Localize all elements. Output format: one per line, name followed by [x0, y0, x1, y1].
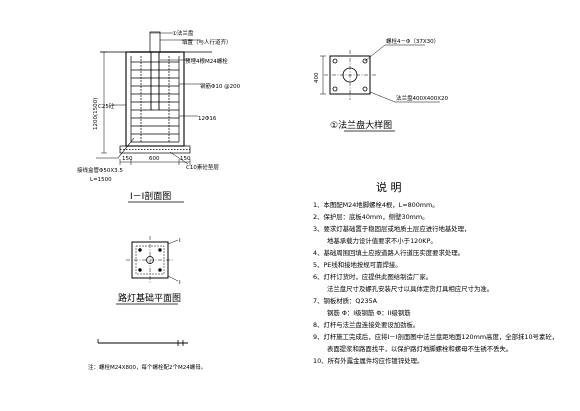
rebar-label: 钢筋Φ10 @200: [200, 82, 241, 90]
bolt-note: 注：螺栓M24X800，每个螺栓配2个M24螺母。: [88, 363, 206, 371]
plan-labels: I I 路灯基础平面图: [116, 238, 181, 305]
bolt-hole-1: [332, 58, 338, 64]
length-label: L=1500: [90, 177, 112, 183]
top-note: 填置（与人行道齐）: [182, 38, 232, 46]
note-item: 4、基础周围回填土应按道路人行道压实度要求处理。: [313, 248, 464, 257]
note-item: 钢筋 Φ：I级钢筋 Φ：II级钢筋: [327, 308, 411, 317]
rebar-count: 12Φ16: [198, 116, 217, 122]
section-title: I－I剖面图: [130, 190, 171, 202]
dim-left: 150: [122, 156, 133, 162]
bolt-sketch: [97, 339, 188, 346]
dim-right: 150: [180, 156, 191, 162]
section-labels: ①法兰盘 填置（与人行道齐） 预埋4根M24螺栓 C25砼 钢筋Φ10 @200…: [77, 29, 241, 203]
conduit-label: 接线盒管Φ50X3.5: [77, 166, 123, 174]
foundation-body: [125, 51, 185, 147]
note-item: 8、灯杆与法兰盘连接处要设加劲板。: [313, 320, 419, 329]
plan-title: 路灯基础平面图: [118, 292, 181, 304]
dim-mid: 600: [149, 156, 160, 162]
note-item: 地基承载力设计值要求不小于120KP。: [327, 236, 437, 245]
note-item: 3、要求灯基础置于稳固层或地质土层应进行地基处理，: [313, 224, 470, 233]
section-drawing: [96, 31, 212, 165]
plan-drawing: [126, 236, 179, 284]
note-item: 1、本图配M24地脚螺栓4根，L=800mm。: [313, 200, 439, 209]
bolt-hole-3: [332, 86, 338, 92]
plan-section-mark-bottom: I: [179, 280, 181, 286]
gravel-label: C10素砼垫层: [186, 163, 219, 171]
flange-bolt-label: 螺栓4－Φ（37X30）: [386, 37, 439, 45]
note-item: 7、钢板材质：Q235A: [313, 296, 378, 305]
note-item: 9、灯杆施工完成后，应将I－I剖面图中法兰盘距地面120mm高度，全部抹10号素…: [313, 332, 558, 341]
note-item: 10、所有外露金属件均应作镀锌处理。: [313, 356, 423, 365]
note-item: 2、保护层：底板40mm，侧壁30mm。: [313, 212, 429, 221]
stirrups: [131, 61, 179, 143]
flange-drawing: [320, 44, 440, 103]
flange-side-dim: 400: [314, 72, 320, 83]
left-dimension: 1200(1500): [93, 98, 99, 130]
plan-section-mark-top: I: [179, 238, 181, 244]
flange-size-label: 法兰盘400X400X20: [396, 94, 449, 102]
notes-list: 1、本图配M24地脚螺栓4根，L=800mm。 2、保护层：底板40mm，侧壁3…: [313, 200, 558, 365]
notes-heading: 说 明: [376, 180, 402, 194]
c25-label: C25砼: [98, 102, 115, 110]
bolt-hole-4: [362, 86, 368, 92]
bolt-label: 预埋4根M24螺栓: [185, 57, 228, 65]
note-item: 表面提浆和路面找平，以保护路灯地脚螺栓和螺母不生锈不丢失。: [327, 344, 512, 353]
bolt-hole-2: [362, 58, 368, 64]
flange-marker-label: ①法兰盘: [172, 29, 194, 37]
pole-stub: [149, 31, 161, 53]
flange-labels: 螺栓4－Φ（37X30） 400 法兰盘400X400X20 ①法兰盘大样图: [314, 37, 449, 132]
note-item: 5、PE线和接地按规可靠焊接。: [313, 260, 402, 269]
note-item: 6、灯杆订货时，应提供此图给制造厂家。: [313, 272, 432, 281]
flange-title: ①法兰盘大样图: [330, 119, 392, 131]
note-item: 法兰盘尺寸及螺孔安装尺寸以具体定货灯具相应尺寸为准。: [327, 284, 493, 293]
